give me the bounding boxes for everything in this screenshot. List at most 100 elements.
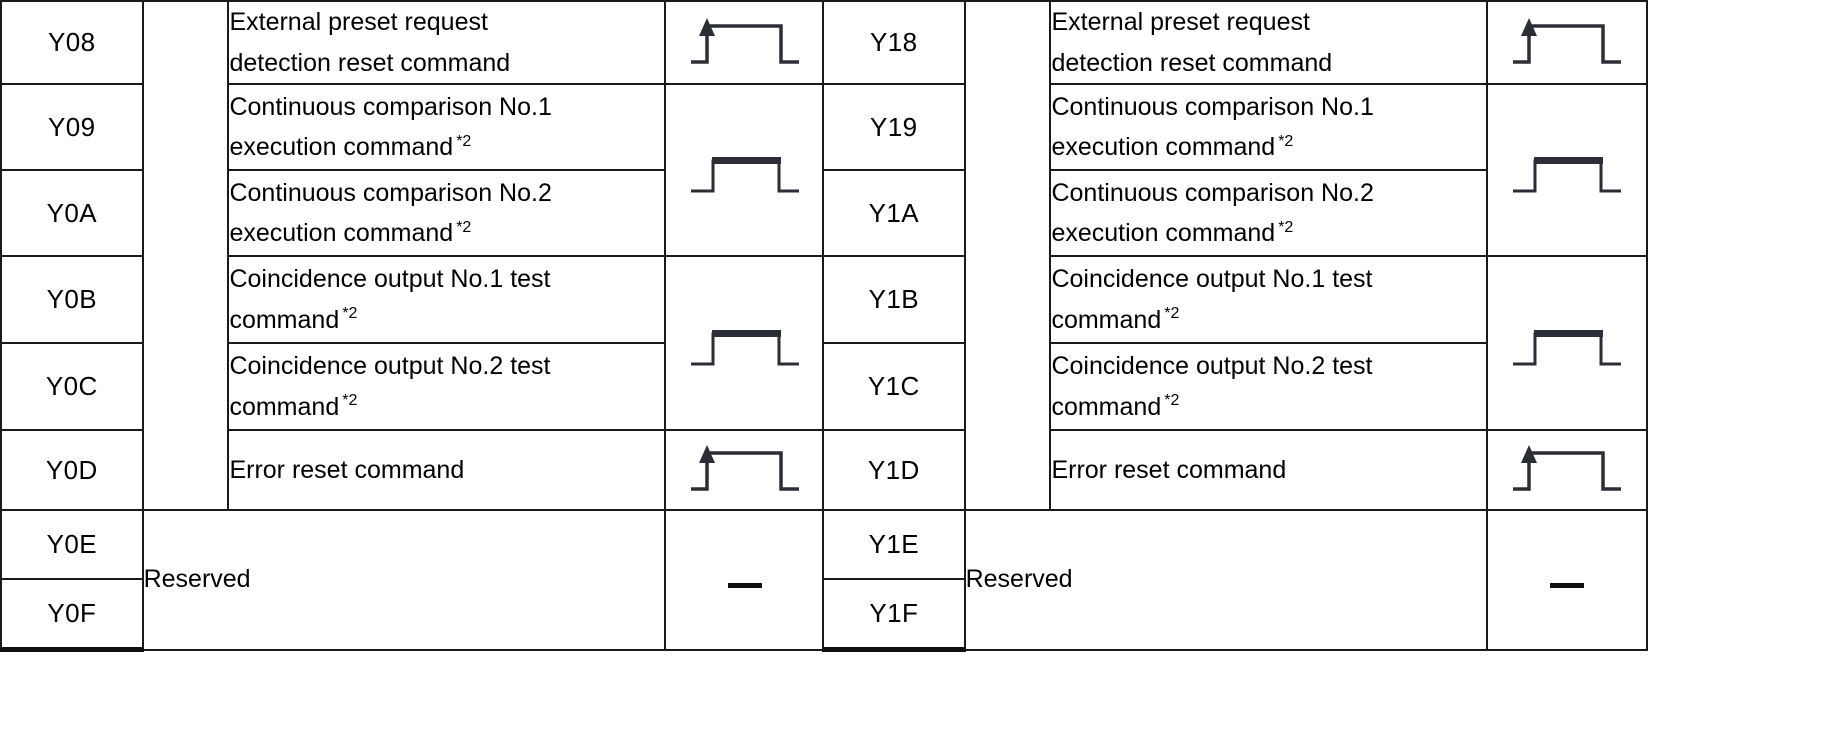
signal-code-cell: Y1A <box>822 169 966 257</box>
signal-code-cell: Y0A <box>0 169 144 257</box>
io-table-left-half: Y08 External preset request detection re… <box>0 0 827 727</box>
description-line-2: detection reset command <box>1051 48 1333 77</box>
description-line-2: command <box>1051 392 1162 421</box>
table-row: Y08 External preset request detection re… <box>0 0 827 511</box>
level-pulse-waveform-icon <box>690 157 799 193</box>
spacer-column <box>963 0 1052 511</box>
signal-description-cell: Coincidence output No.2 test command*2 <box>1049 342 1488 431</box>
table-row: Y0E Reserved <box>0 509 827 651</box>
waveform-cell-none <box>663 509 827 651</box>
description-line-1: Continuous comparison No.2 <box>229 178 552 207</box>
rising-edge-pulse-waveform-icon <box>690 17 799 64</box>
signal-description-cell: Coincidence output No.2 test command*2 <box>227 342 666 431</box>
waveform-cell-level <box>1485 83 1649 257</box>
waveform-cell-level <box>663 83 827 257</box>
table-row: Y1E Reserved <box>822 509 1649 651</box>
description-line-1: Error reset command <box>1051 455 1287 484</box>
description-line-2: detection reset command <box>229 48 511 77</box>
waveform-cell-level <box>1485 255 1649 431</box>
reserved-cell: Reserved <box>963 509 1488 651</box>
footnote-marker: *2 <box>342 305 358 323</box>
waveform-cell-pulse <box>663 0 827 85</box>
description-line-1: External preset request <box>1051 8 1310 36</box>
signal-description-cell: Continuous comparison No.1 execution com… <box>227 83 666 171</box>
table-row: Y18 External preset request detection re… <box>822 0 1649 511</box>
signal-description-cell: Coincidence output No.1 test command*2 <box>227 255 666 344</box>
signal-code-cell: Y1D <box>822 429 966 511</box>
io-table-right-half: Y18 External preset request detection re… <box>822 0 1649 727</box>
description-line-1: Coincidence output No.2 test <box>229 352 551 380</box>
io-signal-table-right: Y18 External preset request detection re… <box>822 0 1649 652</box>
signal-code-cell: Y0E <box>0 509 144 580</box>
waveform-cell-none <box>1485 509 1649 651</box>
signal-description-cell: Error reset command <box>1049 429 1488 511</box>
waveform-cell-level <box>663 255 827 431</box>
table-row: Y09 Continuous comparison No.1 execution… <box>0 83 827 257</box>
footnote-marker: *2 <box>456 218 472 236</box>
signal-description-cell: Continuous comparison No.2 execution com… <box>227 169 666 257</box>
waveform-cell-pulse <box>1485 429 1649 511</box>
description-line-1: Coincidence output No.1 test <box>1051 265 1373 293</box>
description-line-1: Continuous comparison No.1 <box>1051 92 1374 121</box>
rising-edge-pulse-waveform-icon <box>690 445 799 491</box>
description-line-2: execution command <box>229 219 454 247</box>
rising-edge-pulse-waveform-icon <box>1512 17 1621 64</box>
not-applicable-dashes-icon <box>1549 583 1584 589</box>
signal-code-cell: Y18 <box>822 0 966 85</box>
table-row: Y1D Error reset command <box>822 429 1649 511</box>
table-row: Y0D Error reset command <box>0 429 827 511</box>
signal-code-cell: Y1F <box>822 578 966 652</box>
table-row: Y0C Coincidence output No.2 test command… <box>0 342 825 431</box>
signal-code-cell: Y1C <box>822 342 966 431</box>
description-line-2: command <box>229 305 340 334</box>
table-row: Y0F <box>0 578 825 652</box>
signal-code-cell: Y09 <box>0 83 144 171</box>
waveform-cell-pulse <box>663 429 827 511</box>
signal-description-cell: Coincidence output No.1 test command*2 <box>1049 255 1488 344</box>
rising-edge-pulse-waveform-icon <box>1512 445 1621 491</box>
footnote-marker: *2 <box>1278 132 1294 150</box>
table-row: Y1B Coincidence output No.1 test command… <box>822 255 1649 431</box>
level-pulse-waveform-icon <box>1512 157 1621 193</box>
description-line-1: Continuous comparison No.2 <box>1051 178 1374 207</box>
waveform-cell-pulse <box>1485 0 1649 85</box>
table-row: Y0A Continuous comparison No.2 execution… <box>0 169 825 257</box>
signal-description-cell: Continuous comparison No.1 execution com… <box>1049 83 1488 171</box>
description-line-1: Coincidence output No.1 test <box>229 265 551 293</box>
footnote-marker: *2 <box>1164 392 1180 410</box>
footnote-marker: *2 <box>342 392 358 410</box>
description-line-1: Error reset command <box>229 455 465 484</box>
level-pulse-waveform-icon <box>690 330 799 366</box>
not-applicable-dashes-icon <box>727 583 762 589</box>
signal-code-cell: Y1E <box>822 509 966 580</box>
signal-description-cell: External preset request detection reset … <box>1049 0 1488 85</box>
spacer-column <box>141 0 230 511</box>
description-line-2: execution command <box>1051 133 1276 161</box>
footnote-marker: *2 <box>1278 218 1294 236</box>
signal-description-cell: External preset request detection reset … <box>227 0 666 85</box>
signal-code-cell: Y0F <box>0 578 144 652</box>
signal-code-cell: Y0D <box>0 429 144 511</box>
description-line-1: External preset request <box>229 8 488 36</box>
signal-code-cell: Y0C <box>0 342 144 431</box>
table-row: Y0B Coincidence output No.1 test command… <box>0 255 827 431</box>
signal-description-cell: Error reset command <box>227 429 666 511</box>
footnote-marker: *2 <box>1164 305 1180 323</box>
reserved-cell: Reserved <box>141 509 666 651</box>
table-row: Y1A Continuous comparison No.2 execution… <box>822 169 1647 257</box>
description-line-2: execution command <box>229 133 454 161</box>
signal-code-cell: Y19 <box>822 83 966 171</box>
description-line-1: Coincidence output No.2 test <box>1051 352 1373 380</box>
level-pulse-waveform-icon <box>1512 330 1621 366</box>
description-line-2: execution command <box>1051 219 1276 247</box>
description-line-2: command <box>229 392 340 421</box>
table-row: Y19 Continuous comparison No.1 execution… <box>822 83 1649 257</box>
signal-code-cell: Y1B <box>822 255 966 344</box>
description-line-1: Continuous comparison No.1 <box>229 92 552 121</box>
table-row: Y1F <box>822 578 1647 652</box>
signal-code-cell: Y0B <box>0 255 144 344</box>
signal-code-cell: Y08 <box>0 0 144 85</box>
signal-description-cell: Continuous comparison No.2 execution com… <box>1049 169 1488 257</box>
table-row: Y1C Coincidence output No.2 test command… <box>822 342 1647 431</box>
